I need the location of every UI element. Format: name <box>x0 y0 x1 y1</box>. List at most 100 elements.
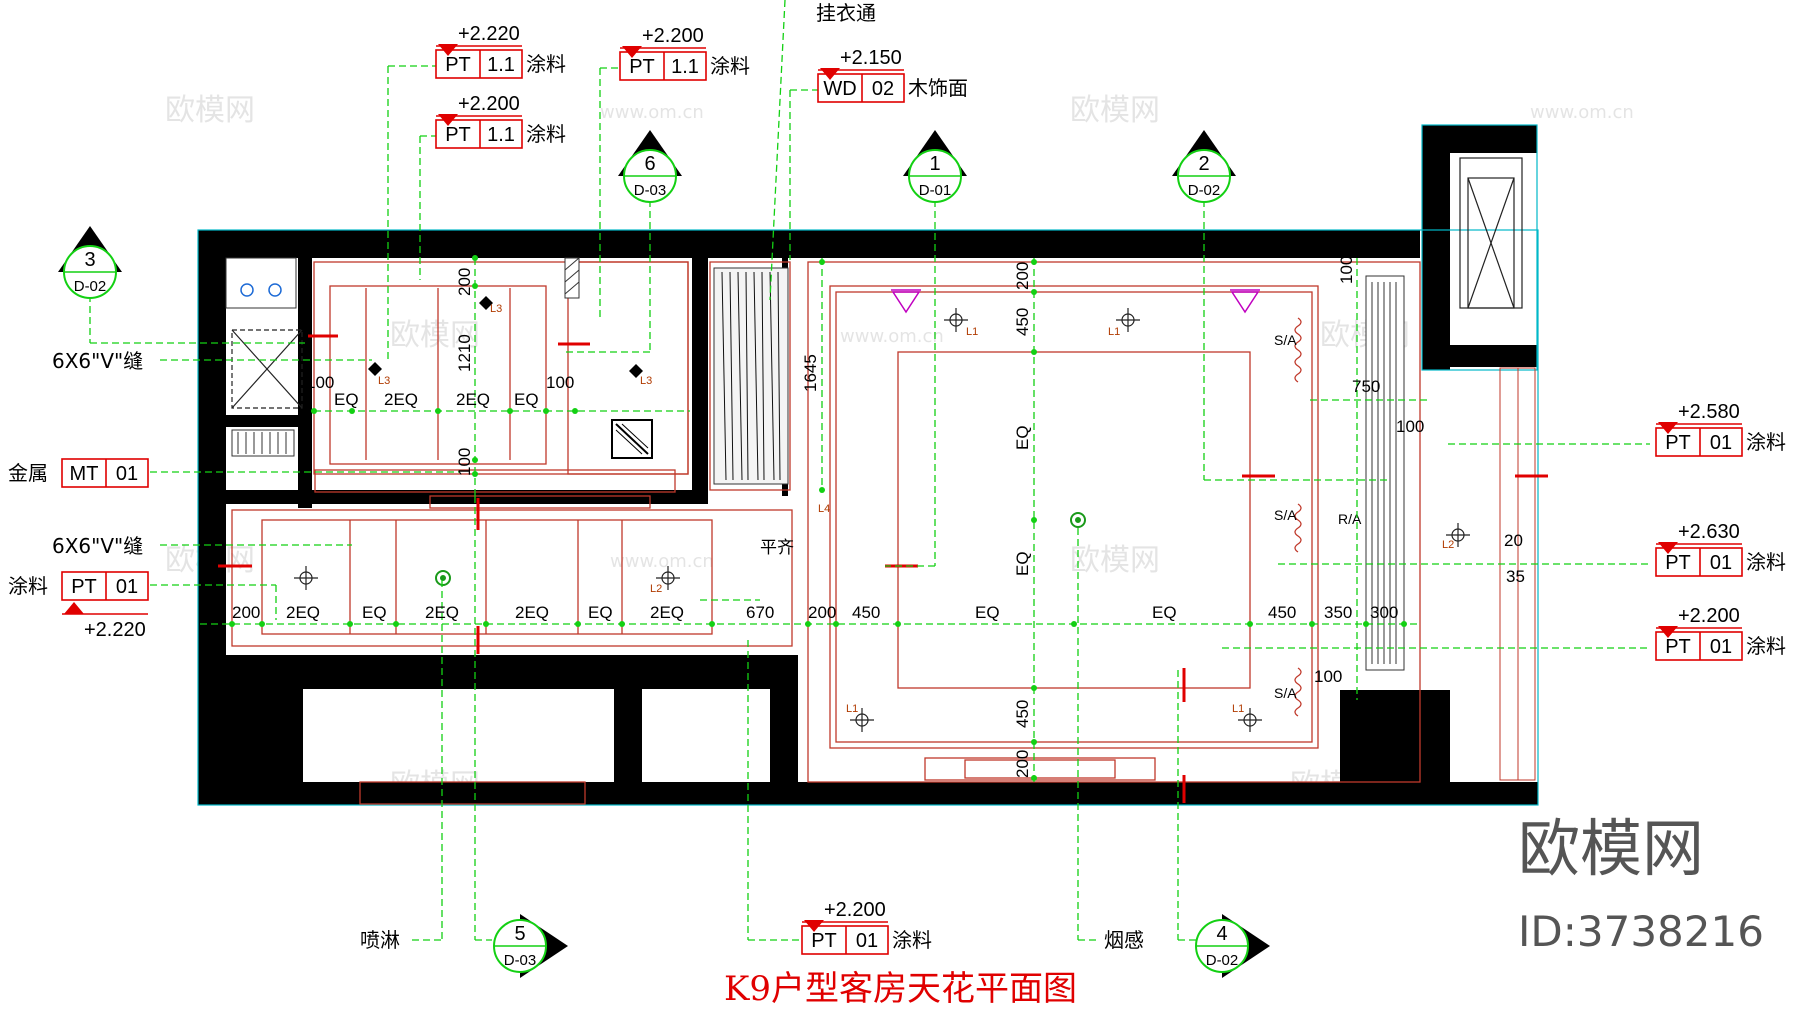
material-number: 01 <box>1710 552 1732 574</box>
closet-wood-hatch <box>713 267 789 485</box>
duct-hatch-lines <box>564 257 580 295</box>
callout-text: 挂衣通 6X6"V"缝 6X6"V"缝 平齐 喷淋 烟感 <box>52 1 1144 952</box>
material-desc: 涂料 <box>892 928 932 952</box>
material-code: PT <box>445 124 471 146</box>
watermark-site: www.om.cn <box>1530 102 1634 123</box>
material-code: PT <box>71 576 97 598</box>
elev-triangle <box>438 114 458 126</box>
dim-bath-vert: 100 <box>455 448 474 476</box>
curtain-track <box>1365 275 1536 781</box>
dim-bottom: 300 <box>1370 603 1398 622</box>
material-desc: 涂料 <box>8 574 48 598</box>
material-desc: 涂料 <box>710 54 750 78</box>
watermark-brand: 欧模网 <box>1070 543 1160 578</box>
material-number: 1.1 <box>671 56 699 78</box>
smoke-detector-label: 烟感 <box>1104 928 1144 952</box>
section-marker: 2D-02 <box>1172 130 1236 203</box>
elevation-value: +2.200 <box>1678 605 1740 627</box>
section-marker: 6D-03 <box>618 130 682 203</box>
dimension-dots <box>229 255 1407 781</box>
material-code: PT <box>629 56 655 78</box>
section-marker: 1D-01 <box>903 130 967 203</box>
brand-logo-text: 欧模网 <box>1518 812 1704 885</box>
washbasin-icon <box>225 257 297 309</box>
elev-triangle <box>64 602 84 614</box>
tag-box <box>61 571 149 601</box>
dim-bottom: EQ <box>1152 603 1177 622</box>
section-marker: 3D-02 <box>58 226 122 299</box>
sprinkler-label: 喷淋 <box>360 928 400 952</box>
material-desc: 涂料 <box>526 122 566 146</box>
supply-grilles <box>1294 317 1302 717</box>
dim-bath: 2EQ <box>456 390 490 409</box>
tag-box <box>435 49 523 79</box>
v-groove-label: 6X6"V"缝 <box>52 534 143 558</box>
material-code: PT <box>811 930 837 952</box>
wall-outline <box>197 124 1539 806</box>
material-desc: 涂料 <box>526 52 566 76</box>
flush-label: 平齐 <box>760 538 794 557</box>
material-code: PT <box>445 54 471 76</box>
material-desc: 涂料 <box>1746 634 1786 658</box>
section-sheet-ref: D-03 <box>504 952 537 969</box>
dim-bath: 100 <box>546 373 574 392</box>
tag-box <box>1655 427 1743 457</box>
dim-bottom: 350 <box>1324 603 1352 622</box>
dim-room-vert: EQ <box>1013 425 1032 450</box>
elevation-value: +2.200 <box>824 899 886 921</box>
dim-bottom: 200 <box>232 603 260 622</box>
supply-air-label: S/A <box>1274 685 1297 701</box>
watermark-site: www.om.cn <box>840 326 944 347</box>
dim-right: 35 <box>1506 567 1525 586</box>
elevation-value: +2.220 <box>458 23 520 45</box>
air-labels: S/A S/A S/A R/A <box>1274 332 1362 701</box>
dim-bath-vert: 1210 <box>455 334 474 372</box>
tag-box <box>435 119 523 149</box>
dim-room-vert: 200 <box>1013 750 1032 778</box>
section-marker: 4D-02 <box>1195 914 1270 978</box>
elev-triangle <box>1658 422 1678 434</box>
section-number: 6 <box>644 153 655 175</box>
light-code: L1 <box>966 326 978 338</box>
light-code: L2 <box>1442 539 1454 551</box>
tag-box <box>801 925 889 955</box>
light-code: L1 <box>1232 703 1244 715</box>
wall-washer-icons <box>891 289 1260 314</box>
dim-bottom: 2EQ <box>515 603 549 622</box>
return-air-label: R/A <box>1338 511 1362 527</box>
tag-box <box>61 458 149 488</box>
walls <box>198 125 1538 805</box>
elev-triangle <box>804 920 824 932</box>
material-code: PT <box>1665 552 1691 574</box>
dim-bath: 2EQ <box>384 390 418 409</box>
light-code: L1 <box>1108 326 1120 338</box>
elevation-value: +2.220 <box>84 619 146 641</box>
watermark-site: www.om.cn <box>610 551 714 572</box>
material-number: 1.1 <box>487 54 515 76</box>
material-code: PT <box>1665 432 1691 454</box>
diamond-light-icons <box>368 296 643 378</box>
elev-triangle <box>622 46 642 58</box>
dim-room-vert: 200 <box>1013 262 1032 290</box>
downlight-icons <box>294 308 1470 732</box>
dim-bottom: EQ <box>588 603 613 622</box>
dim-bath-vert: 200 <box>455 268 474 296</box>
watermark-brand: 欧模网 <box>165 93 255 128</box>
material-desc: 金属 <box>8 461 48 485</box>
section-sheet-ref: D-01 <box>919 182 952 199</box>
light-code-labels: L1 L1 L1 L1 L2 L2 L3 L3 L3 L4 <box>378 303 1454 715</box>
light-code: L1 <box>846 703 858 715</box>
dim-bottom: 2EQ <box>286 603 320 622</box>
light-code: L3 <box>640 375 652 387</box>
section-number: 5 <box>514 923 525 945</box>
material-number: 01 <box>1710 636 1732 658</box>
dim-bath: 100 <box>306 373 334 392</box>
dim-room-vert: 450 <box>1013 700 1032 728</box>
elevation-value: +2.580 <box>1678 401 1740 423</box>
dim-right: 20 <box>1504 531 1523 550</box>
